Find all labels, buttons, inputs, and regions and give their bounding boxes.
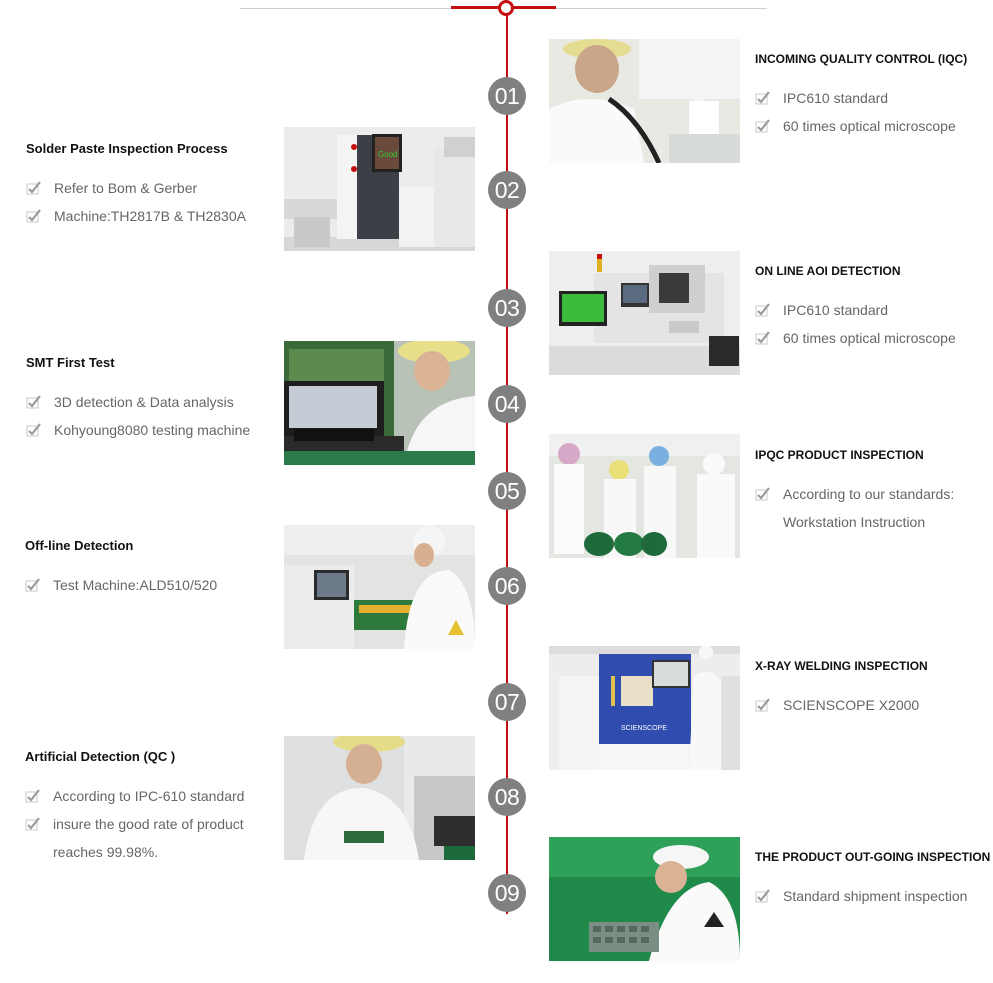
list-item: IPC610 standard bbox=[755, 296, 956, 324]
checkbox-check-icon bbox=[25, 578, 41, 592]
checkbox-check-icon bbox=[755, 487, 771, 501]
list-item: 60 times optical microscope bbox=[755, 112, 967, 140]
step-badge: 02 bbox=[488, 171, 526, 209]
list-item: Test Machine:ALD510/520 bbox=[25, 571, 217, 599]
step-ipqc: IPQC PRODUCT INSPECTION According to our… bbox=[755, 448, 954, 536]
list-item: According to IPC-610 standard bbox=[25, 782, 244, 810]
step-smt-first-test: SMT First Test 3D detection & Data analy… bbox=[26, 355, 250, 444]
step-title: Artificial Detection (QC ) bbox=[25, 749, 176, 764]
step-badge: 05 bbox=[488, 472, 526, 510]
step-xray: X-RAY WELDING INSPECTION SCIENSCOPE X200… bbox=[755, 659, 928, 719]
checkbox-check-icon bbox=[755, 303, 771, 317]
step-badge: 07 bbox=[488, 683, 526, 721]
checkbox-check-icon bbox=[25, 789, 41, 803]
checkbox-check-icon bbox=[26, 209, 42, 223]
checkbox-check-icon bbox=[755, 889, 771, 903]
list-item: According to our standards: bbox=[755, 480, 954, 508]
list-item: 60 times optical microscope bbox=[755, 324, 956, 352]
step-title: THE PRODUCT OUT-GOING INSPECTION bbox=[755, 850, 991, 864]
list-item-continuation: reaches 99.98%. bbox=[53, 844, 159, 860]
machine-label: SCIENSCOPE bbox=[621, 725, 667, 732]
checkbox-check-icon bbox=[755, 91, 771, 105]
step-badge: 01 bbox=[488, 77, 526, 115]
list-item: Standard shipment inspection bbox=[755, 882, 990, 910]
step-artificial-detection: Artificial Detection (QC ) According to … bbox=[25, 749, 244, 866]
list-item: Machine:TH2817B & TH2830A bbox=[26, 202, 246, 230]
step-iqc: INCOMING QUALITY CONTROL (IQC) IPC610 st… bbox=[755, 52, 967, 140]
step-title: X-RAY WELDING INSPECTION bbox=[755, 659, 928, 673]
checkbox-check-icon bbox=[25, 817, 41, 831]
step-solder-paste: Solder Paste Inspection Process Refer to… bbox=[26, 141, 246, 230]
step-title: INCOMING QUALITY CONTROL (IQC) bbox=[755, 52, 968, 66]
photo-solder-paste: Good bbox=[284, 127, 475, 251]
step-offline-detection: Off-line Detection Test Machine:ALD510/5… bbox=[25, 538, 217, 599]
list-item: SCIENSCOPE X2000 bbox=[755, 691, 928, 719]
list-item: insure the good rate of product bbox=[25, 810, 244, 838]
photo-artificial-detection bbox=[284, 736, 475, 860]
step-badge: 06 bbox=[488, 567, 526, 605]
photo-ipqc bbox=[549, 434, 740, 558]
list-item: IPC610 standard bbox=[755, 84, 967, 112]
photo-smt-first-test bbox=[284, 341, 475, 465]
step-title: ON LINE AOI DETECTION bbox=[755, 264, 901, 278]
list-item: Refer to Bom & Gerber bbox=[26, 174, 246, 202]
step-title: Solder Paste Inspection Process bbox=[26, 141, 228, 156]
step-outgoing: THE PRODUCT OUT-GOING INSPECTION Standar… bbox=[755, 850, 990, 910]
list-item: 3D detection & Data analysis bbox=[26, 388, 250, 416]
step-title: SMT First Test bbox=[26, 355, 115, 370]
photo-iqc bbox=[549, 39, 740, 163]
step-badge: 04 bbox=[488, 385, 526, 423]
step-badge: 09 bbox=[488, 874, 526, 912]
step-aoi: ON LINE AOI DETECTION IPC610 standard 60… bbox=[755, 264, 956, 352]
list-item: Kohyoung8080 testing machine bbox=[26, 416, 250, 444]
photo-aoi bbox=[549, 251, 740, 375]
step-badge: 08 bbox=[488, 778, 526, 816]
list-item-continuation: Workstation Instruction bbox=[783, 514, 926, 530]
checkbox-check-icon bbox=[26, 395, 42, 409]
svg-text:Good: Good bbox=[378, 150, 398, 159]
timeline-line bbox=[506, 14, 508, 914]
checkbox-check-icon bbox=[26, 181, 42, 195]
checkbox-check-icon bbox=[755, 119, 771, 133]
photo-xray: SCIENSCOPE bbox=[549, 646, 740, 770]
checkbox-check-icon bbox=[755, 331, 771, 345]
step-badge: 03 bbox=[488, 289, 526, 327]
checkbox-check-icon bbox=[26, 423, 42, 437]
photo-outgoing-inspection bbox=[549, 837, 740, 961]
step-title: IPQC PRODUCT INSPECTION bbox=[755, 448, 924, 462]
photo-offline-detection bbox=[284, 525, 475, 649]
step-title: Off-line Detection bbox=[25, 538, 134, 553]
checkbox-check-icon bbox=[755, 698, 771, 712]
